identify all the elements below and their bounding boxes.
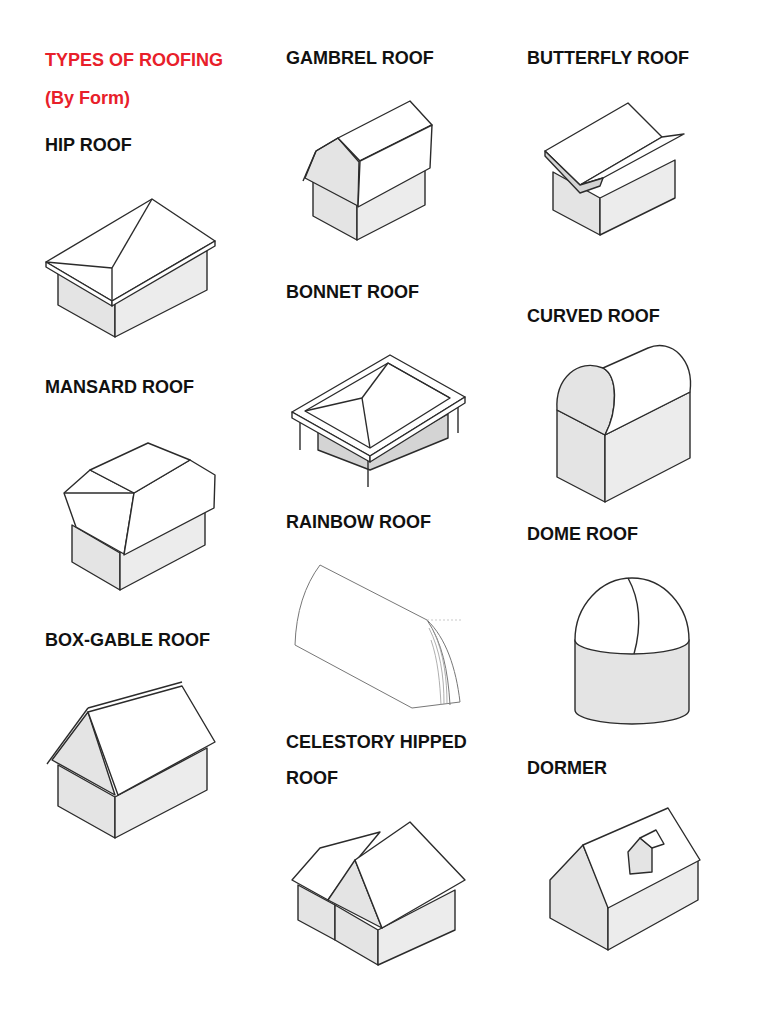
roof-type-label: DORMER <box>527 756 747 780</box>
hip-roof-drawing <box>46 199 215 337</box>
roof-type-label: DOME ROOF <box>527 522 747 546</box>
roof-type-label: CELESTORY HIPPED ROOF <box>286 724 471 796</box>
roof-type-label: BOX-GABLE ROOF <box>45 628 265 652</box>
roof-type-label: CURVED ROOF <box>527 304 747 328</box>
roof-type-label: BUTTERFLY ROOF <box>527 46 747 70</box>
curved-roof-drawing <box>557 346 691 502</box>
dome-roof-drawing <box>575 578 689 724</box>
roof-type-label: RAINBOW ROOF <box>286 510 506 534</box>
gambrel-roof-drawing <box>303 101 432 240</box>
butterfly-roof-drawing <box>545 103 684 235</box>
box-gable-roof-drawing <box>47 682 215 838</box>
roof-type-label: GAMBREL ROOF <box>286 46 506 70</box>
mansard-roof-drawing <box>64 443 215 590</box>
roof-type-label: MANSARD ROOF <box>45 375 265 399</box>
roof-type-label: HIP ROOF <box>45 133 245 157</box>
page-title: TYPES OF ROOFING (By Form) <box>45 41 240 117</box>
roof-type-label: BONNET ROOF <box>286 280 506 304</box>
rainbow-roof-drawing <box>295 565 462 708</box>
celestory-hipped-roof-drawing <box>292 822 465 965</box>
dormer-roof-drawing <box>550 808 700 950</box>
bonnet-roof-drawing <box>292 355 465 487</box>
